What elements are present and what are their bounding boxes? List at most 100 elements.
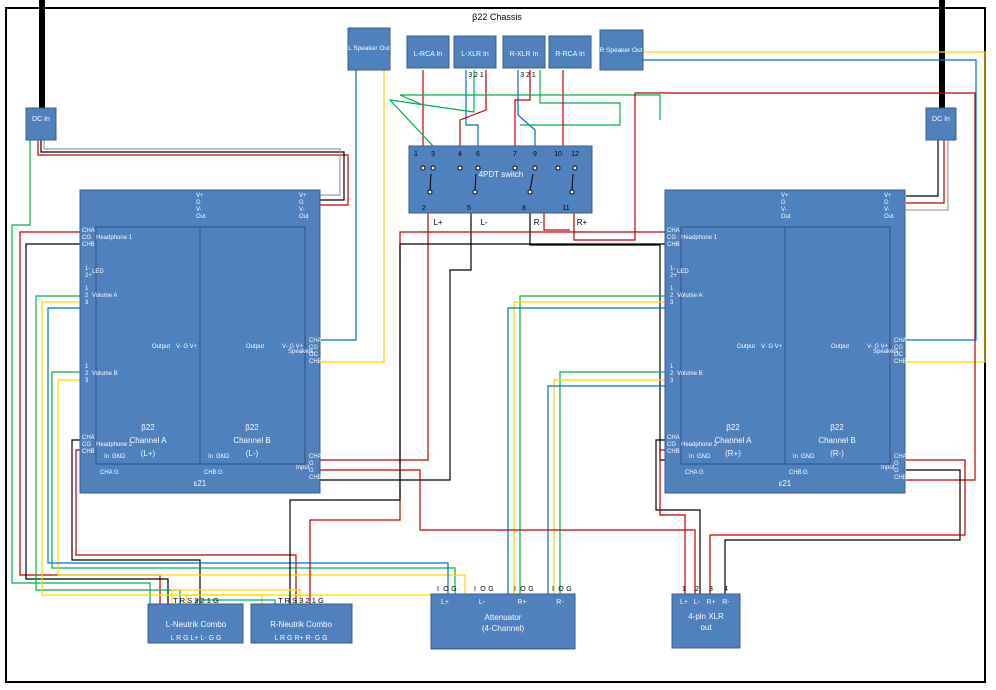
- r-neutrik-top-pins: T R S 3 2 1 G: [278, 596, 324, 605]
- attenuator-line2: (4-Channel): [482, 624, 525, 633]
- switch-lever: [571, 173, 574, 191]
- hp1-cha: CHA: [667, 228, 680, 234]
- r-rca-in-label: R-RCA In: [555, 51, 585, 58]
- r-speaker-out-label: R Speaker Out: [600, 47, 643, 54]
- l-speaker-out-box: L Speaker Out: [347, 27, 391, 71]
- volume_b-pin-1: 1: [85, 364, 89, 370]
- switch-pin-5: 5: [467, 205, 471, 212]
- ch-a-title-0: β22: [726, 423, 740, 432]
- switch-pin-11: 11: [562, 205, 569, 212]
- att-channel-0: L+: [441, 599, 449, 606]
- volume_b-label: Volume B: [92, 371, 118, 377]
- l-xlr-in-label: L-XLR In: [461, 51, 489, 58]
- headphone2-label: Headphone 2: [96, 442, 133, 448]
- switch-pin-4: 4: [458, 151, 462, 158]
- switch-lever: [474, 173, 477, 191]
- l-xlr-pins: 3 2 1: [468, 72, 484, 79]
- in-label: In: [208, 454, 213, 460]
- pin-out: Out: [196, 214, 206, 220]
- switch-bottom-pins: 2 5 8 11: [422, 205, 570, 212]
- switch-output-0: L+: [433, 218, 442, 227]
- att-pin-I: I: [514, 586, 516, 593]
- input-label: Input: [296, 465, 310, 471]
- switch-pin-1: 1: [414, 151, 418, 158]
- pin-out: Out: [884, 214, 894, 220]
- input-pin-0: CHA: [894, 454, 907, 460]
- gnd-label: GND: [112, 454, 126, 460]
- att-channel-2: R+: [517, 599, 526, 606]
- r-xlr-pins: 3 2 1: [520, 72, 536, 79]
- pin-g: G: [196, 200, 201, 206]
- ch-a-title-1: Channel A: [715, 436, 753, 445]
- switch-contacts: [420, 165, 578, 195]
- volume_a-pin-1: 1: [670, 286, 674, 292]
- spk-oc: OC: [309, 352, 319, 358]
- cha_g-1: G: [114, 470, 119, 476]
- hp2-cg: CG: [667, 442, 676, 448]
- channel-b-output: Output: [246, 344, 264, 350]
- xlr-out-box: 4-pin XLR out L+L-R+R-: [671, 593, 741, 649]
- input-pin-3: CHB: [894, 475, 907, 481]
- module-footer: ε21: [779, 479, 792, 488]
- dc-in-left-label: DC In: [32, 116, 50, 123]
- spk-cg: CG: [309, 345, 318, 351]
- l-neutrik-label: L-Neutrik Combo: [166, 620, 227, 629]
- att-pin-G: G: [528, 586, 533, 593]
- l-rca-in-box: L-RCA In: [406, 35, 450, 69]
- channel-b-board: [199, 226, 306, 465]
- r-neutrik-combo-box: R-Neutrik Combo L R G R+ R- G G: [250, 603, 353, 644]
- dc-in-right-label: DC In: [932, 116, 950, 123]
- hp1-cg: CG: [667, 235, 676, 241]
- switch-pin-2: 2: [422, 205, 426, 212]
- switch-contact: [457, 165, 463, 171]
- xlr-out-line1: 4-pin XLR: [688, 612, 724, 621]
- input-pin-1: G: [894, 461, 899, 467]
- hp1-cg: CG: [82, 235, 91, 241]
- cha_g-1: G: [699, 470, 704, 476]
- volume_a-label: Volume A: [92, 293, 117, 299]
- module-footer: ε21: [194, 479, 207, 488]
- switch-contact: [512, 165, 518, 171]
- r-speaker-out-box: R Speaker Out: [599, 29, 644, 71]
- att-pin-I: I: [552, 586, 554, 593]
- switch-output-1: L-: [480, 218, 487, 227]
- channel-a-output: Output: [152, 344, 170, 350]
- headphone2-label: Headphone 2: [681, 442, 718, 448]
- volume_b-label: Volume B: [677, 371, 703, 377]
- l-neutrik-top-pins: T R S 3 2 1 G: [173, 596, 219, 605]
- input-pin-3: CHB: [309, 475, 322, 481]
- chb_g-0: CHB: [204, 470, 217, 476]
- ch-b-title-2: (R-): [830, 449, 844, 458]
- r-neutrik-label: R-Neutrik Combo: [270, 620, 332, 629]
- cha_g-0: CHA: [100, 470, 113, 476]
- switch-contact: [475, 165, 481, 171]
- pin-vplus: V+: [781, 193, 789, 199]
- cha_g-0: CHA: [685, 470, 698, 476]
- in-label: In: [104, 454, 109, 460]
- led-label: LED: [677, 269, 689, 275]
- att-pin-O: O: [443, 586, 449, 593]
- xlr-out-pin-1: 1: [682, 586, 686, 593]
- hp1-chb: CHB: [82, 242, 95, 248]
- ch-b-title-1: Channel B: [233, 436, 270, 445]
- r-xlr-in-label: R-XLR In: [510, 51, 539, 58]
- pin-vminus: V-: [884, 207, 890, 213]
- switch-pin-8: 8: [522, 205, 526, 212]
- switch-pin-3: 3: [431, 151, 435, 158]
- chassis-title: β22 Chassis: [472, 12, 522, 22]
- att-pin-I: I: [437, 586, 439, 593]
- ch-b-title-0: β22: [830, 423, 844, 432]
- volume_b-pin-2: 2: [670, 371, 674, 377]
- att-pin-O: O: [480, 586, 486, 593]
- speakers-label: Speakers: [873, 349, 898, 355]
- wires: [11, 51, 986, 610]
- switch-contact: [420, 165, 426, 171]
- att-channel-3: R-: [556, 599, 564, 606]
- channel-a-vgv: V- G V+: [761, 344, 783, 350]
- led-pin-2: 2+: [85, 273, 92, 279]
- volume_b-pin-1: 1: [670, 364, 674, 370]
- volume_a-label: Volume A: [677, 293, 702, 299]
